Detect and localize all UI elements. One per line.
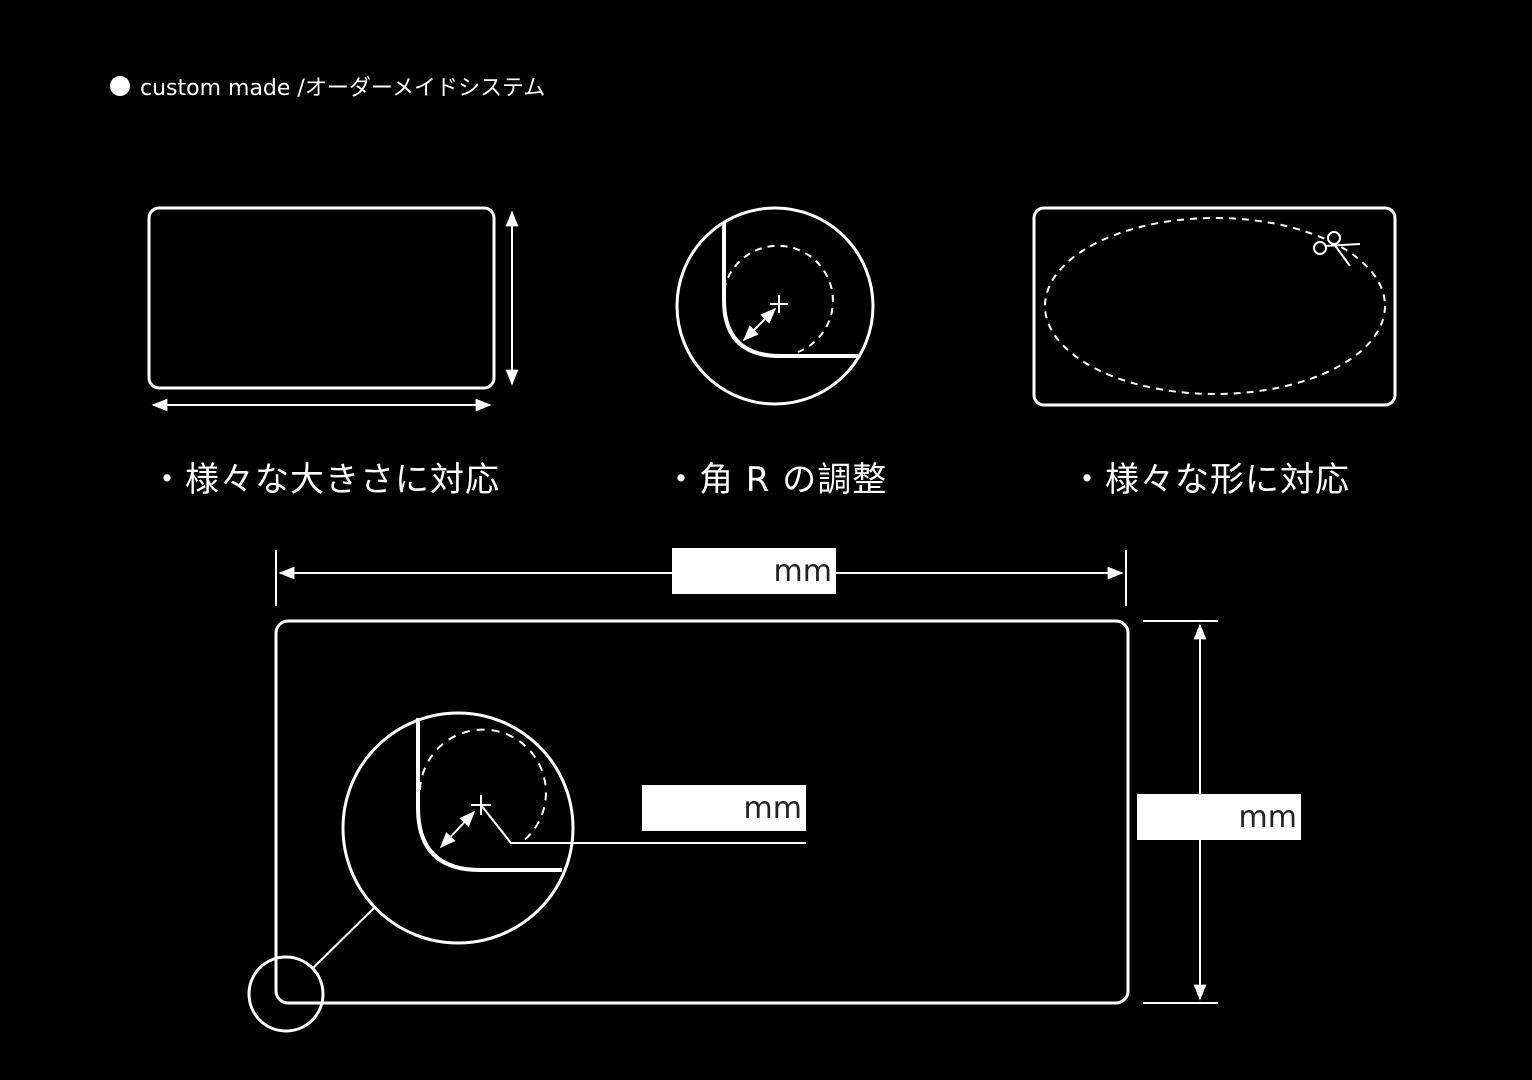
- width-mm-field[interactable]: mm: [672, 548, 836, 594]
- feature-label-shape: ・様々な形に対応: [1070, 460, 1350, 500]
- corner-radius-icon: [675, 206, 875, 406]
- height-mm-field[interactable]: mm: [1137, 794, 1301, 840]
- custom-shape-icon: [1032, 206, 1397, 407]
- feature-label-corner-radius: ・角 R の調整: [664, 460, 888, 500]
- page-title: custom made /オーダーメイドシステム: [140, 76, 546, 101]
- radius-mm-field[interactable]: mm: [642, 785, 806, 831]
- feature-label-size: ・様々な大きさに対応: [150, 460, 500, 500]
- scissors-icon: [1313, 231, 1361, 267]
- rectangle-size-icon: [147, 206, 519, 412]
- bullet-dot-icon: [110, 76, 130, 96]
- page-header: custom made /オーダーメイドシステム: [110, 70, 545, 102]
